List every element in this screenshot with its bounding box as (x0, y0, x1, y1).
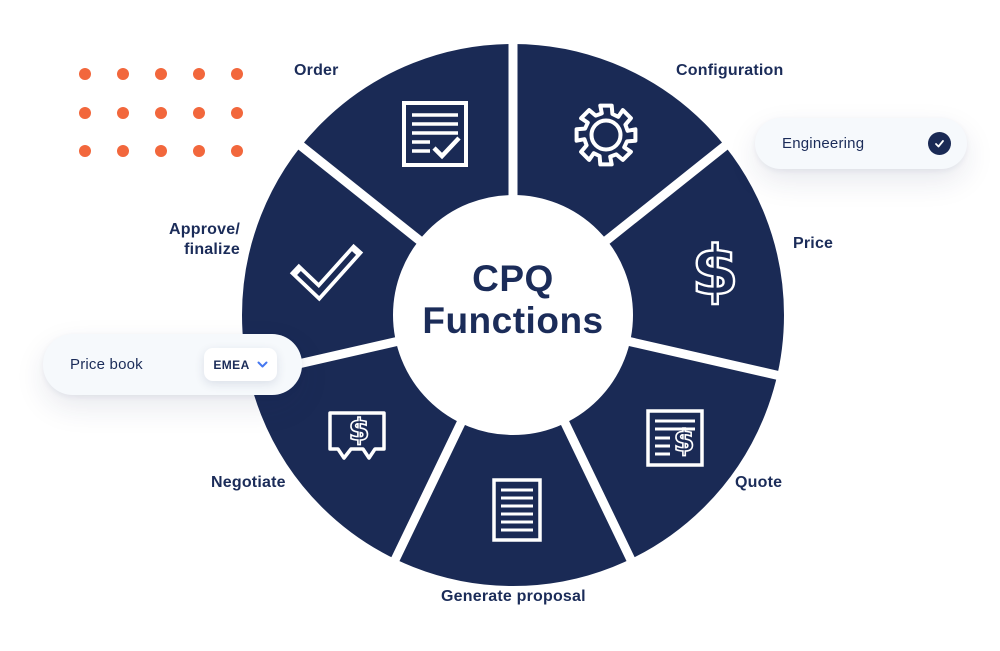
label-quote: Quote (735, 474, 783, 491)
dot (79, 106, 91, 119)
price-book-label: Price book (70, 356, 143, 373)
dot (79, 145, 91, 157)
region-dropdown-value: EMEA (213, 357, 250, 372)
diagram-title-line2: Functions (422, 300, 604, 341)
label-negotiate: Negotiate (211, 474, 286, 491)
region-dropdown[interactable]: EMEA (204, 348, 277, 381)
dot (155, 106, 167, 119)
label-order: Order (294, 62, 339, 79)
document-check-icon (402, 101, 468, 167)
check-badge[interactable] (928, 132, 951, 155)
dot (117, 145, 129, 157)
document-lines-icon (492, 478, 542, 542)
diagram-title-line1: CPQ (472, 258, 554, 299)
invoice-dollar-icon: $ (646, 409, 704, 467)
price-book-card: Price book EMEA (43, 334, 302, 395)
engineering-card[interactable]: Engineering (755, 118, 967, 169)
chevron-down-icon (257, 361, 268, 368)
dot-grid-decoration (79, 68, 243, 157)
svg-text:$: $ (674, 424, 695, 459)
label-price: Price (793, 235, 834, 252)
engineering-card-label: Engineering (782, 135, 865, 152)
dot (231, 68, 243, 80)
chat-dollar-icon: $ (328, 411, 386, 460)
label-approve-finalize: Approve/ finalize (130, 220, 240, 260)
label-generate-proposal: Generate proposal (441, 588, 586, 605)
dot (117, 106, 129, 119)
dot (193, 68, 205, 80)
label-approve-line2: finalize (184, 241, 240, 258)
dot (231, 106, 243, 119)
label-configuration: Configuration (676, 62, 784, 79)
dot (231, 145, 243, 157)
svg-text:$: $ (349, 413, 370, 448)
dot (193, 145, 205, 157)
check-icon (935, 140, 944, 148)
dot (155, 68, 167, 80)
diagram-title: CPQ Functions (363, 258, 663, 342)
gear-icon (574, 103, 638, 167)
dot (193, 106, 205, 119)
dollar-icon: $ (691, 232, 738, 311)
label-approve-line1: Approve/ (169, 221, 240, 238)
checkmark-icon (289, 243, 364, 302)
dot (79, 68, 91, 80)
dot (117, 68, 129, 80)
dot (155, 145, 167, 157)
